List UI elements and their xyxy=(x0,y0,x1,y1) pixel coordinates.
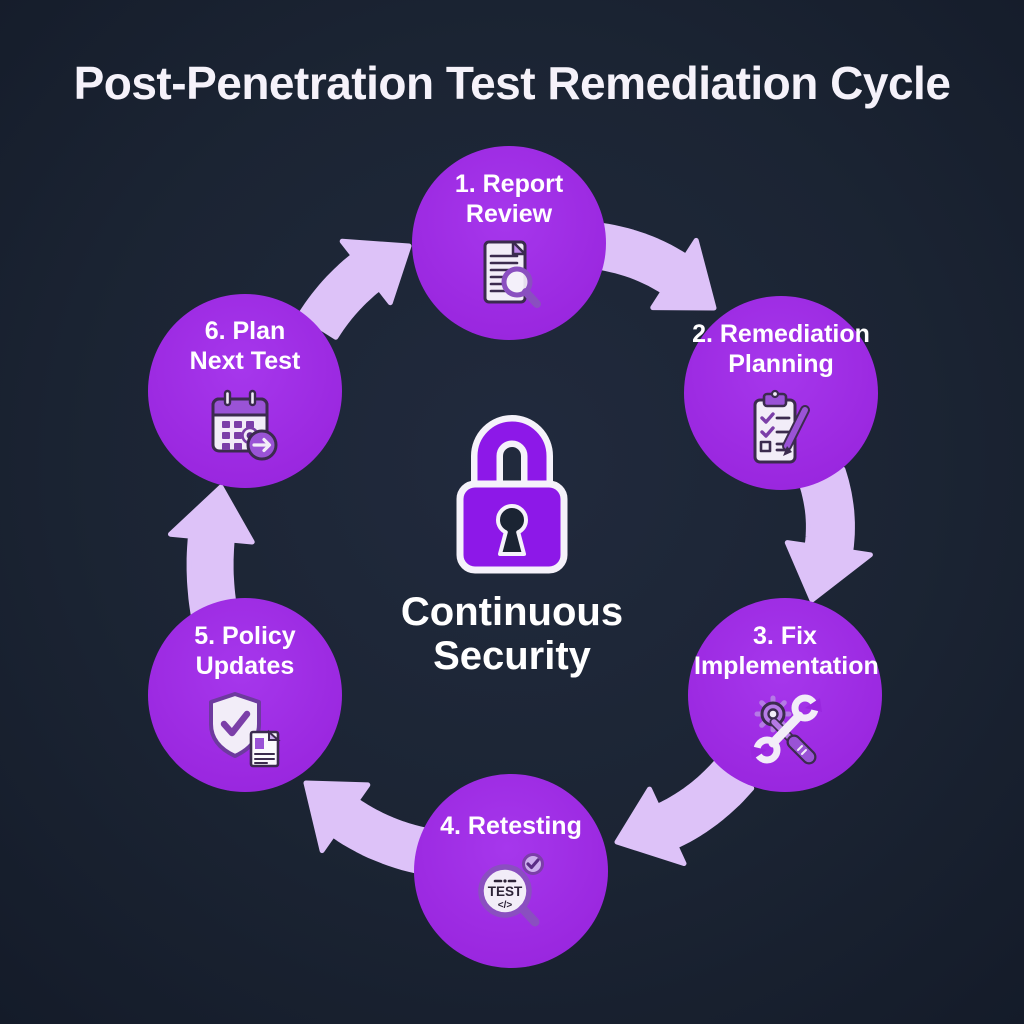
step-label: 2. Remediation Planning xyxy=(692,319,870,379)
lock-icon xyxy=(456,415,568,574)
step-node-remediation-planning: 2. Remediation Planning xyxy=(684,296,878,490)
magnifier-code-label: </> xyxy=(498,900,513,911)
document-magnifier-icon xyxy=(483,240,541,308)
step-label: 4. Retesting xyxy=(440,811,582,840)
step-node-report-review: 1. Report Review xyxy=(412,146,606,340)
arrow-step5-step6 xyxy=(168,484,255,618)
shield-document-icon xyxy=(209,691,281,767)
arrow-step6-step1 xyxy=(297,238,412,340)
arrow-step1-step2 xyxy=(592,222,717,311)
page-title: Post-Penetration Test Remediation Cycle xyxy=(73,57,951,109)
center-label: Continuous Security xyxy=(400,590,624,678)
step-label: 1. Report Review xyxy=(454,169,564,229)
step-label: 6. Plan Next Test xyxy=(189,316,301,376)
arrow-step2-step3 xyxy=(784,466,873,603)
calendar-next-icon xyxy=(211,389,278,460)
step-node-plan-next-test: 6. Plan Next Test xyxy=(148,294,342,488)
arrow-step4-step5 xyxy=(303,780,435,876)
clipboard-pencil-icon xyxy=(753,389,810,463)
step-node-fix-implementation: 3. Fix Implementation xyxy=(688,598,882,792)
magnifier-test-icon: TEST </> xyxy=(478,853,544,927)
step-label: 5. Policy Updates xyxy=(194,621,296,681)
arrow-step3-step4 xyxy=(614,757,755,866)
step-label: 3. Fix Implementation xyxy=(694,621,879,681)
tools-icon xyxy=(750,694,822,764)
step-node-policy-updates: 5. Policy Updates xyxy=(148,598,342,792)
magnifier-test-label: TEST xyxy=(488,884,523,899)
center-emblem: Continuous Security xyxy=(362,404,662,678)
step-node-retesting: 4. Retesting TEST </> xyxy=(414,774,608,968)
